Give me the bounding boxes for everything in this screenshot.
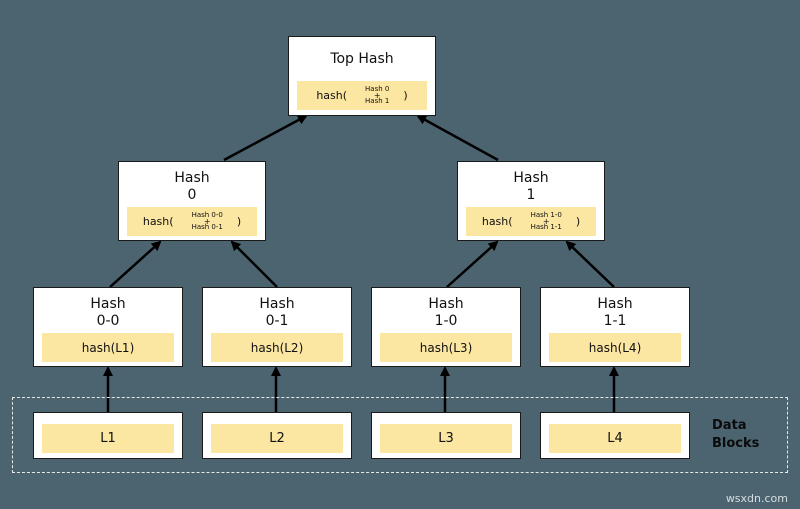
hash-1-1-value: hash(L4) <box>549 333 681 362</box>
arrow-hash11-to-hash1 <box>565 240 615 288</box>
close-paren: ) <box>236 215 242 228</box>
input-b: Hash 1-1 <box>530 223 562 231</box>
data-label-line-2: Blocks <box>712 436 760 451</box>
input-b: Hash 0-1 <box>191 223 223 231</box>
hash-0-1-node: Hash 0-1 hash(L2) <box>202 287 352 367</box>
title-line-2: 0-1 <box>265 313 289 329</box>
arrow-hash1-to-top <box>416 114 499 162</box>
hash-0-0-value: hash(L1) <box>42 333 174 362</box>
hash-0-node: Hash 0 hash( Hash 0-0 + Hash 0-1 ) <box>118 161 266 241</box>
hash-1-0-title: Hash 1-0 <box>372 288 520 330</box>
data-block-l2-label: L2 <box>211 424 343 453</box>
arrow-hash0-to-top <box>223 114 308 162</box>
hash-0-title: Hash 0 <box>119 162 265 204</box>
title-line-1: Hash <box>597 296 633 312</box>
data-block-l4: L4 <box>540 412 690 459</box>
hash-inputs: Hash 0-0 + Hash 0-1 <box>192 212 223 231</box>
data-block-l3-label: L3 <box>380 424 512 453</box>
title-line-1: Hash <box>90 296 126 312</box>
title-line-1: Hash <box>259 296 295 312</box>
plus-sign: + <box>542 217 550 226</box>
hash-0-0-title: Hash 0-0 <box>34 288 182 330</box>
hash-fn-label: hash( <box>481 215 513 228</box>
data-block-l1: L1 <box>33 412 183 459</box>
hash-inputs: Hash 1-0 + Hash 1-1 <box>531 212 562 231</box>
hash-inputs: Hash 0 + Hash 1 <box>365 86 389 105</box>
data-blocks-label: Data Blocks <box>712 417 759 453</box>
hash-1-0-node: Hash 1-0 hash(L3) <box>371 287 521 367</box>
title-line-2: 1-1 <box>603 313 627 329</box>
hash-1-1-node: Hash 1-1 hash(L4) <box>540 287 690 367</box>
title-line-1: Hash <box>174 170 210 186</box>
top-hash-node: Top Hash hash( Hash 0 + Hash 1 ) <box>288 36 436 116</box>
arrow-hash00-to-hash0 <box>109 240 162 288</box>
title-line-2: 0-0 <box>96 313 120 329</box>
input-a: Hash 0-0 <box>191 211 223 219</box>
arrow-hash01-to-hash0 <box>230 240 278 288</box>
input-a: Hash 1-0 <box>530 211 562 219</box>
close-paren: ) <box>575 215 581 228</box>
data-blocks-region <box>12 397 788 473</box>
title-line-2: 0 <box>187 187 197 203</box>
hash-0-1-value: hash(L2) <box>211 333 343 362</box>
top-hash-title: Top Hash <box>330 51 394 67</box>
arrow-hash10-to-hash1 <box>446 240 499 288</box>
input-a: Hash 0 <box>365 85 390 93</box>
title-line-2: 1-0 <box>434 313 458 329</box>
hash-1-formula: hash( Hash 1-0 + Hash 1-1 ) <box>466 207 596 236</box>
hash-0-1-title: Hash 0-1 <box>203 288 351 330</box>
title-line-2: 1 <box>526 187 536 203</box>
data-block-l3: L3 <box>371 412 521 459</box>
hash-1-1-title: Hash 1-1 <box>541 288 689 330</box>
hash-1-0-value: hash(L3) <box>380 333 512 362</box>
hash-fn-label: hash( <box>142 215 174 228</box>
input-b: Hash 1 <box>365 97 390 105</box>
data-block-l1-label: L1 <box>42 424 174 453</box>
title-line-1: Hash <box>513 170 549 186</box>
hash-1-node: Hash 1 hash( Hash 1-0 + Hash 1-1 ) <box>457 161 605 241</box>
title-line-1: Hash <box>428 296 464 312</box>
data-label-line-1: Data <box>712 418 747 433</box>
data-block-l2: L2 <box>202 412 352 459</box>
hash-0-formula: hash( Hash 0-0 + Hash 0-1 ) <box>127 207 257 236</box>
close-paren: ) <box>403 89 408 102</box>
top-hash-formula: hash( Hash 0 + Hash 1 ) <box>297 81 427 110</box>
plus-sign: + <box>203 217 211 226</box>
hash-0-0-node: Hash 0-0 hash(L1) <box>33 287 183 367</box>
hash-1-title: Hash 1 <box>458 162 604 204</box>
watermark: wsxdn.com <box>725 492 788 505</box>
data-block-l4-label: L4 <box>549 424 681 453</box>
plus-sign: + <box>373 91 381 100</box>
hash-fn-label: hash( <box>316 89 348 102</box>
